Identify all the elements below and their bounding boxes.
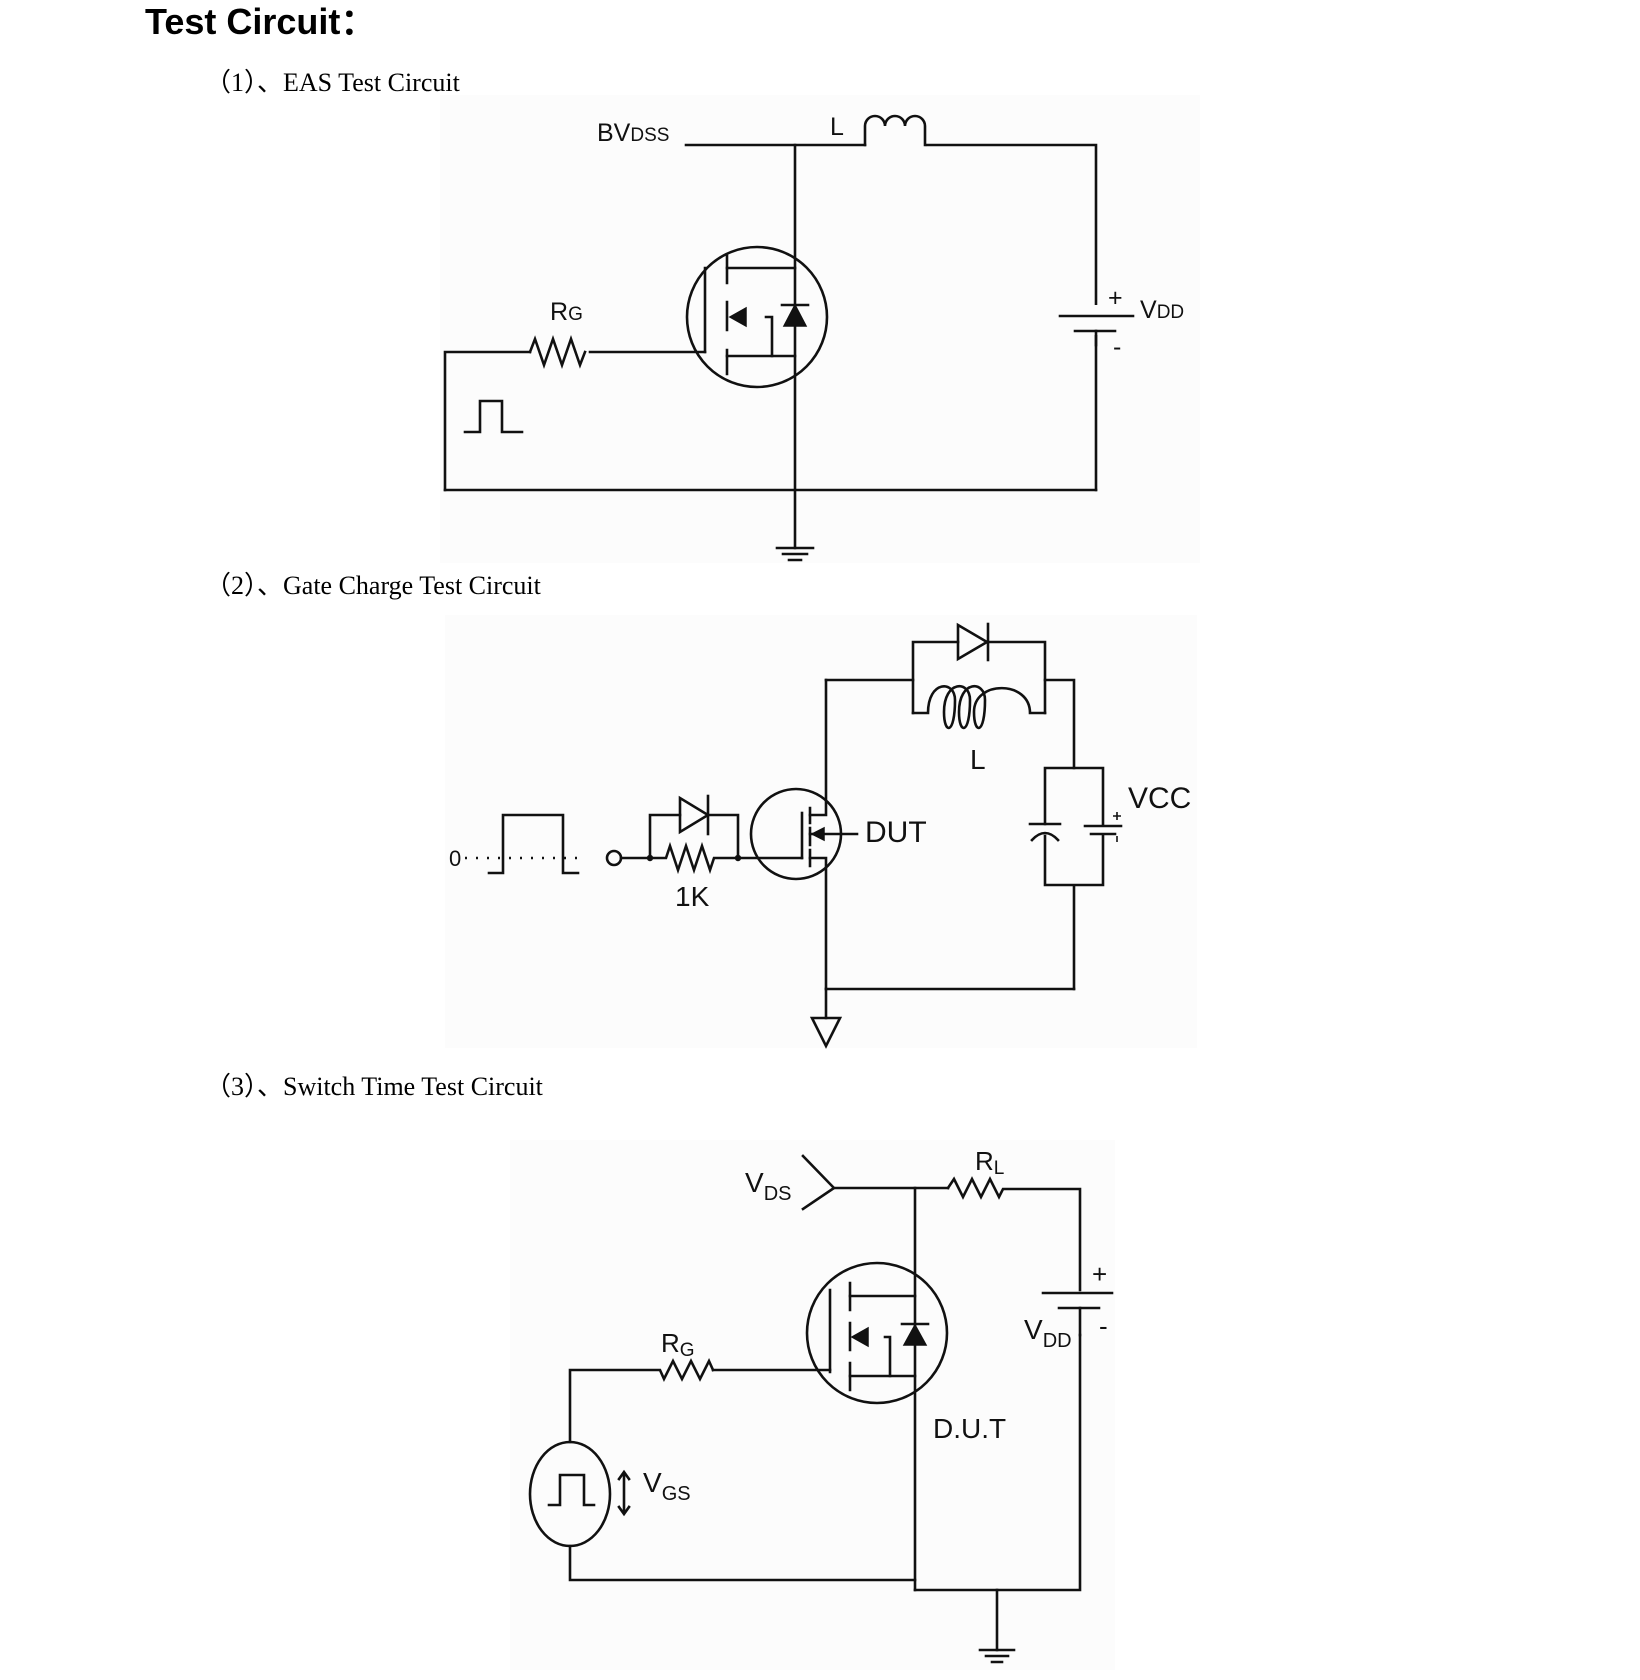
section-heading-eas: （1）、EAS Test Circuit [205, 68, 460, 97]
inductor-label: L [830, 113, 844, 141]
zero-label: 0 [449, 846, 461, 871]
eas-test-circuit-diagram: BVDSS L RG + VDD - [440, 95, 1200, 563]
wire-bottom [568, 1333, 1082, 1592]
wire-parallel-left [648, 813, 682, 860]
rl-label: RL [975, 1146, 1004, 1179]
bvdss-label: BVDSS [597, 119, 669, 147]
vdd-plus: + [1092, 1259, 1107, 1289]
wire-right [1043, 678, 1076, 770]
vdd-minus: - [1113, 333, 1121, 361]
gate-pulse-waveform [465, 813, 585, 875]
battery-vdd [1041, 1291, 1114, 1337]
wire-left [443, 350, 532, 492]
vcc-label: VCC [1128, 782, 1191, 815]
diagram-background [510, 1140, 1115, 1670]
wire-top [684, 143, 1098, 492]
switch-time-test-circuit-diagram: VDS RL RG + - VDD D.U.T VGS [510, 1140, 1115, 1670]
rg-label: RG [661, 1328, 695, 1361]
vgs-label: VGS [643, 1467, 691, 1505]
vdd-minus: - [1099, 1311, 1108, 1341]
ground-icon [775, 546, 815, 562]
resistor-1k-label: 1K [675, 881, 710, 912]
battery-vdd [1058, 305, 1135, 347]
inductor-l [863, 114, 927, 147]
inductor-l [911, 684, 1047, 730]
mosfet-dut-symbol [805, 1261, 949, 1405]
capacitor [1028, 822, 1062, 842]
dut-label: D.U.T [933, 1413, 1006, 1444]
section-heading-switch-time: （3）、Switch Time Test Circuit [205, 1072, 543, 1101]
dut-label: DUT [865, 816, 927, 849]
mosfet-symbol [685, 245, 829, 389]
pulse-icon [463, 399, 524, 434]
vdd-label: VDD [1140, 296, 1184, 324]
page-title: Test Circuit： [145, 1, 377, 42]
gate-charge-test-circuit-diagram: 0 1K DUT L VCC [445, 615, 1197, 1049]
freewheel-diode [956, 622, 990, 662]
resistor-rl [946, 1176, 1082, 1292]
vgs-arrow-icon [617, 1469, 631, 1517]
ground-icon [978, 1588, 1016, 1664]
resistor-rg [568, 1357, 715, 1444]
vdd-plus: + [1108, 284, 1123, 312]
resistor-1k [648, 841, 740, 875]
rg-label: RG [550, 298, 583, 326]
vdd-label: VDD [1024, 1314, 1072, 1352]
diode-gate [678, 794, 740, 860]
resistor-rg [528, 335, 587, 369]
wire-diode-branch [911, 640, 1047, 715]
mosfet-dut-symbol [749, 678, 859, 991]
section-heading-gate-charge: （2）、Gate Charge Test Circuit [205, 571, 541, 600]
wire-cap-battery [1043, 766, 1105, 991]
battery-vcc [1083, 812, 1123, 842]
ground-icon [809, 1016, 843, 1049]
inductor-label: L [970, 744, 986, 775]
vds-label: VDS [745, 1167, 791, 1205]
